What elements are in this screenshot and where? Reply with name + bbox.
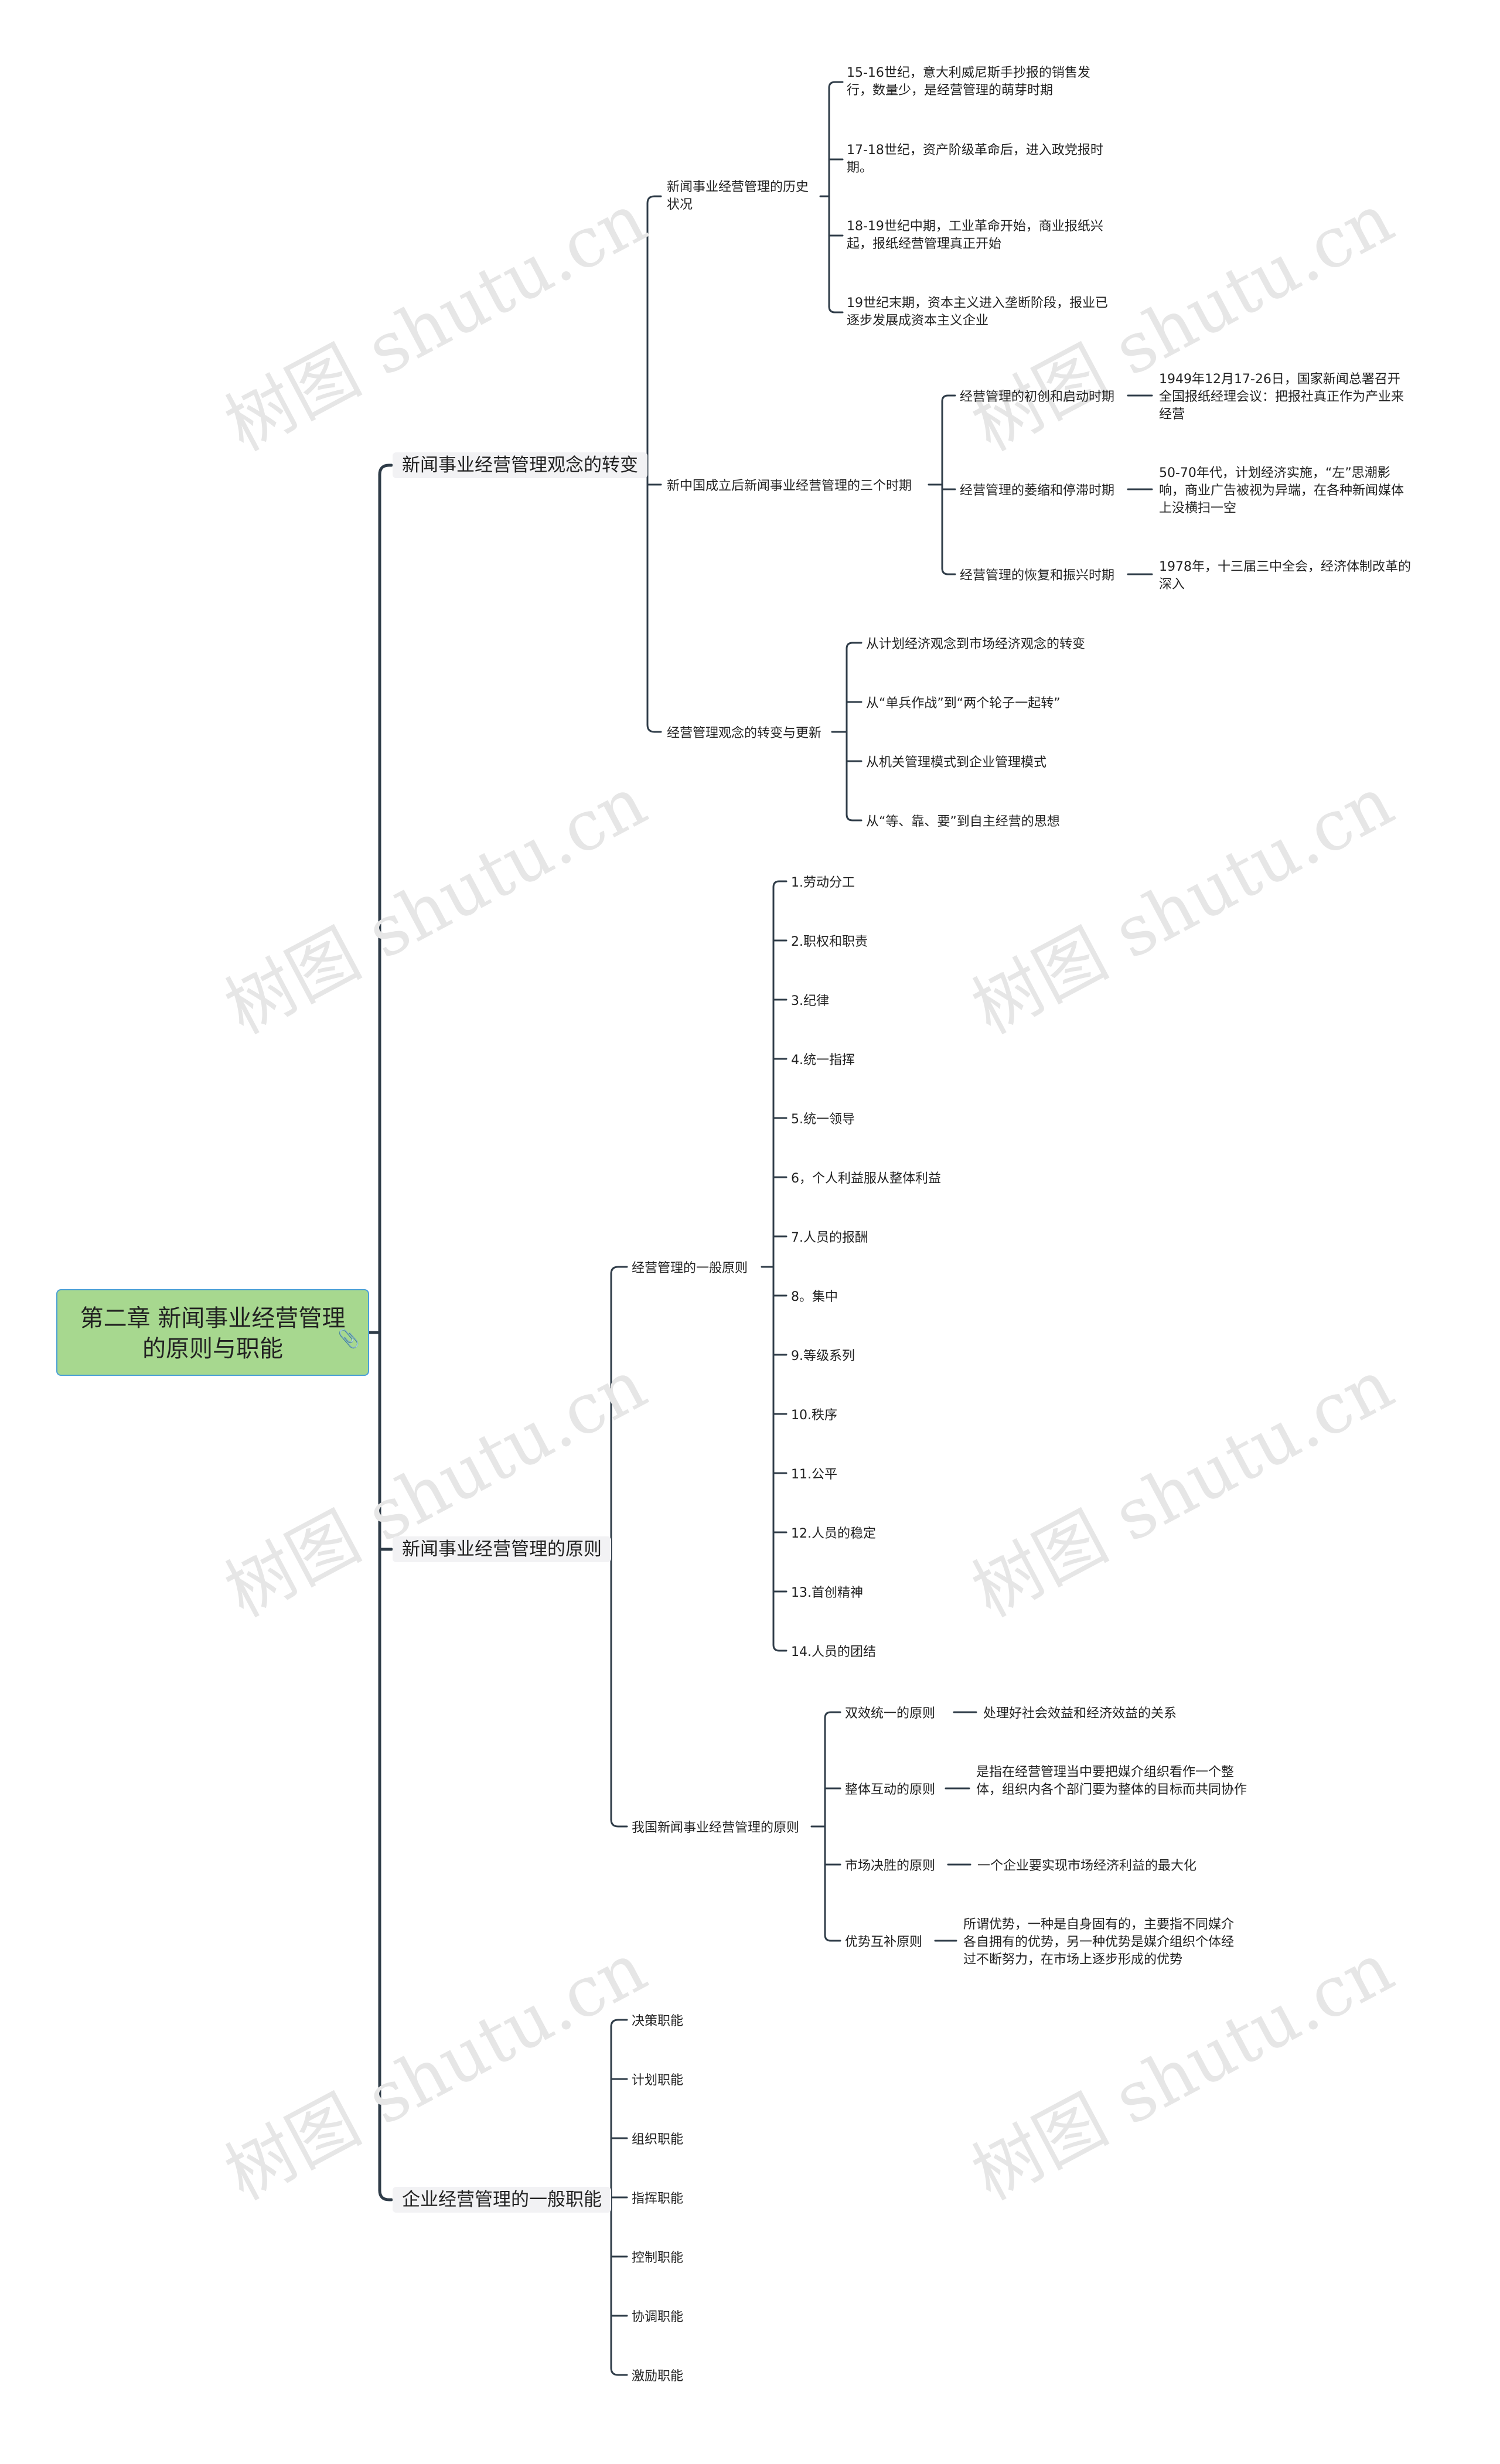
principle-item[interactable]: 6，个人利益服从整体利益 (791, 1171, 941, 1186)
connector-line (772, 880, 788, 888)
period-label[interactable]: 经营管理的恢复和振兴时期 (960, 568, 1115, 583)
connector-line (610, 2367, 628, 2376)
principle-item[interactable]: 9.等级系列 (791, 1349, 855, 1364)
topic-china-principles[interactable]: 我国新闻事业经营管理的原则 (632, 1821, 800, 1835)
concept-item[interactable]: 从机关管理模式到企业管理模式 (866, 755, 1047, 770)
principle-item[interactable]: 8。集中 (791, 1290, 838, 1304)
china-principle-label[interactable]: 市场决胜的原则 (845, 1859, 936, 1873)
china-principle-detail[interactable]: 一个企业要实现市场经济利益的最大化 (977, 1859, 1197, 1873)
connector-line (824, 1934, 841, 1942)
principle-item[interactable]: 7.人员的报酬 (791, 1231, 868, 1245)
principle-item[interactable]: 13.首创精神 (791, 1586, 863, 1600)
china-principle-label[interactable]: 优势互补原则 (845, 1935, 923, 1950)
history-item[interactable]: 17-18世纪，资产阶级革命后，进入政党报时期。 (847, 143, 1103, 175)
connector-line (941, 394, 956, 403)
function-item[interactable]: 激励职能 (632, 2369, 684, 2384)
branch-principles[interactable]: 新闻事业经营管理的原则 (393, 1536, 611, 1562)
connector-line (378, 2189, 393, 2201)
principle-item[interactable]: 11.公平 (791, 1467, 837, 1482)
period-detail[interactable]: 1949年12月17-26日，国家新闻总署召开全国报纸经理会议：把报社真正作为产… (1159, 372, 1404, 422)
connector-line (646, 195, 662, 205)
connector-line (610, 1266, 628, 1275)
concept-item[interactable]: 从计划经济观念到市场经济观念的转变 (866, 637, 1086, 652)
connector-line (828, 81, 844, 89)
connector-line (646, 724, 662, 733)
function-item[interactable]: 计划职能 (632, 2073, 684, 2088)
root-topic[interactable]: 第二章 新闻事业经营管理 的原则与职能 📎 (56, 1289, 369, 1376)
china-principle-label[interactable]: 双效统一的原则 (845, 1706, 936, 1721)
function-item[interactable]: 决策职能 (632, 2014, 684, 2029)
principle-item[interactable]: 14.人员的团结 (791, 1645, 876, 1659)
concept-item[interactable]: 从“单兵作战”到“两个轮子一起转” (866, 696, 1061, 711)
history-item[interactable]: 15-16世纪，意大利威尼斯手抄报的销售发行，数量少，是经营管理的萌芽时期 (847, 66, 1090, 98)
principle-item[interactable]: 10.秩序 (791, 1408, 837, 1423)
history-item[interactable]: 19世纪末期，资本主义进入垄断阶段，报业已逐步发展成资本主义企业 (847, 296, 1108, 328)
china-principle-detail[interactable]: 所谓优势，一种是自身固有的，主要指不同媒介各自拥有的优势，另一种优势是媒介组织个… (963, 1917, 1235, 1967)
period-label[interactable]: 经营管理的萎缩和停滞时期 (960, 483, 1115, 498)
connector-line (824, 1711, 841, 1719)
period-detail[interactable]: 50-70年代，计划经济实施，“左”思潮影响，商业广告被视为异端，在各种新闻媒体… (1159, 466, 1404, 516)
topic-three-periods[interactable]: 新中国成立后新闻事业经营管理的三个时期 (667, 479, 912, 493)
principle-item[interactable]: 4.统一指挥 (791, 1053, 855, 1068)
root-title-line2: 的原则与职能 (142, 1335, 283, 1362)
period-label[interactable]: 经营管理的初创和启动时期 (960, 390, 1115, 404)
principle-item[interactable]: 5.统一领导 (791, 1112, 855, 1127)
history-item[interactable]: 18-19世纪中期，工业革命开始，商业报纸兴起，报纸经营管理真正开始 (847, 219, 1103, 251)
topic-concept-update[interactable]: 经营管理观念的转变与更新 (667, 726, 822, 741)
branch-concept-change[interactable]: 新闻事业经营管理观念的转变 (393, 452, 647, 478)
root-title-line1: 第二章 新闻事业经营管理 (80, 1305, 346, 1332)
principle-item[interactable]: 1.劳动分工 (791, 875, 855, 890)
connector-line (846, 642, 862, 650)
connector-line (610, 1818, 628, 1828)
function-item[interactable]: 组织职能 (632, 2132, 684, 2147)
function-item[interactable]: 协调职能 (632, 2310, 684, 2325)
period-detail[interactable]: 1978年，十三届三中全会，经济体制改革的深入 (1159, 560, 1411, 592)
connector-line (772, 1644, 788, 1652)
china-principle-detail[interactable]: 是指在经营管理当中要把媒介组织看作一个整体，组织内各个部门要为整体的目标而共同协… (976, 1765, 1247, 1797)
principle-item[interactable]: 3.纪律 (791, 994, 829, 1008)
principle-item[interactable]: 12.人员的稳定 (791, 1526, 876, 1541)
connector-line (846, 813, 862, 822)
topic-history[interactable]: 新闻事业经营管理的历史状况 (667, 180, 809, 212)
function-item[interactable]: 控制职能 (632, 2251, 684, 2265)
function-item[interactable]: 指挥职能 (632, 2192, 684, 2206)
connector-line (941, 567, 956, 575)
topic-general-principles[interactable]: 经营管理的一般原则 (632, 1261, 748, 1276)
china-principle-detail[interactable]: 处理好社会效益和经济效益的关系 (983, 1706, 1177, 1721)
concept-item[interactable]: 从“等、靠、要”到自主经营的思想 (866, 814, 1060, 829)
china-principle-label[interactable]: 整体互动的原则 (845, 1783, 936, 1797)
principle-item[interactable]: 2.职权和职责 (791, 935, 868, 949)
paperclip-icon[interactable]: 📎 (338, 1329, 360, 1349)
connector-line (378, 464, 393, 476)
connector-line (610, 2019, 628, 2028)
connector-line (828, 305, 844, 313)
branch-functions[interactable]: 企业经营管理的一般职能 (393, 2187, 611, 2213)
